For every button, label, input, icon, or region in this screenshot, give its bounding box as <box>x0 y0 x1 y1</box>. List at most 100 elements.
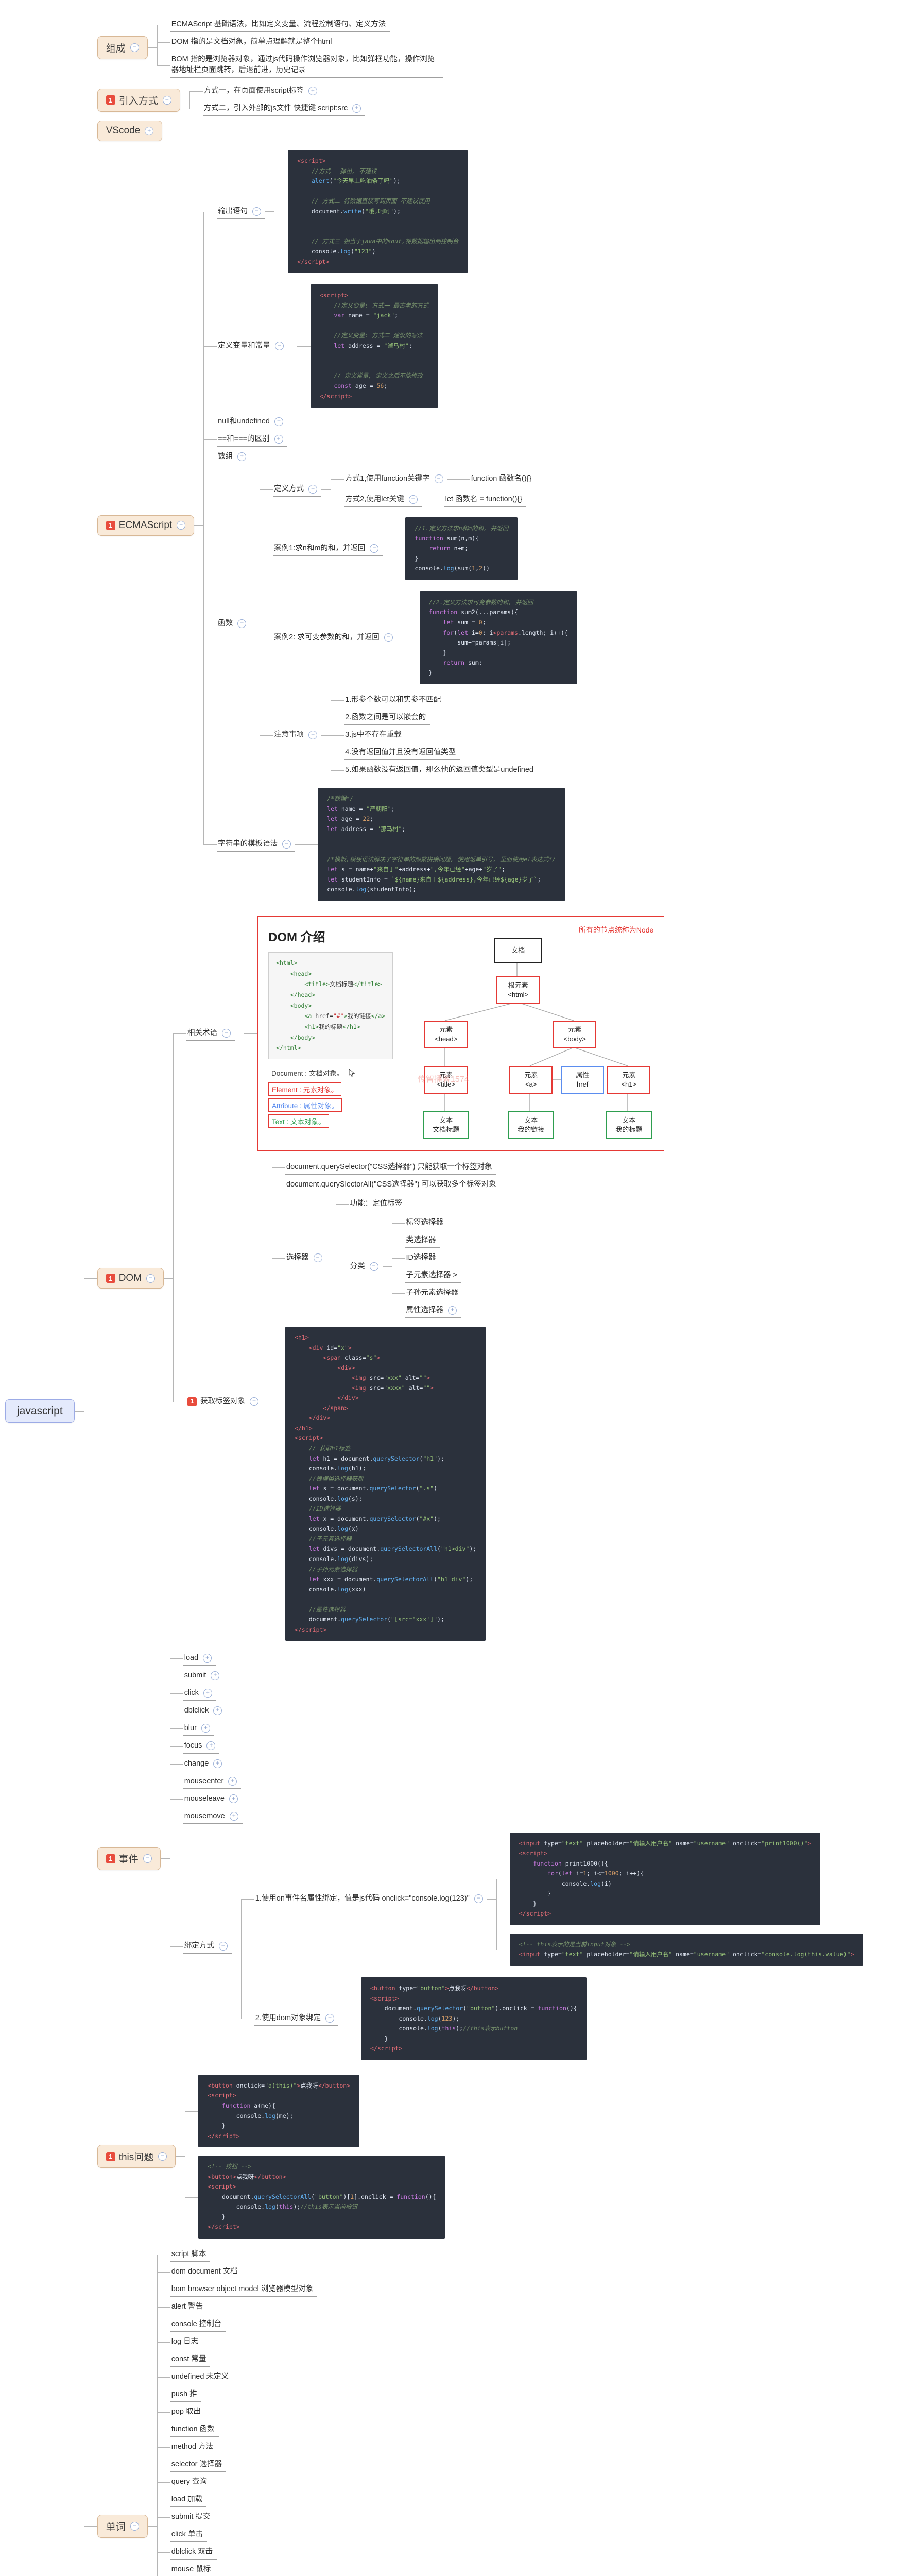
topic-sub[interactable]: 功能：定位标签 <box>349 1197 407 1211</box>
topic-sub[interactable]: dblclick 双击 <box>170 2545 217 2560</box>
topic-sub[interactable]: focus+ <box>183 1739 220 1754</box>
topic-sub[interactable]: submit 提交 <box>170 2510 215 2525</box>
topic-sub[interactable]: undefined 未定义 <box>170 2370 233 2385</box>
topic-sub[interactable]: 方式1,使用function关键字− <box>344 472 447 487</box>
collapse-icon[interactable]: − <box>308 731 318 740</box>
topic-sub[interactable]: 输出语句− <box>217 205 266 219</box>
topic-sub[interactable]: 3.js中不存在重载 <box>344 728 406 743</box>
expand-icon[interactable]: + <box>203 1689 212 1698</box>
collapse-icon[interactable]: − <box>408 495 418 504</box>
topic-sub[interactable]: click 单击 <box>170 2528 207 2543</box>
topic-sub[interactable]: script 脚本 <box>170 2247 211 2262</box>
topic-sub[interactable]: document.querySelector("CSS选择器") 只能获取一个标… <box>285 1160 496 1175</box>
topic-sub[interactable]: DOM 指的是文档对象，简单点理解就是整个html <box>170 35 336 50</box>
topic-sub[interactable]: 案例2: 求可变参数的和，并返回− <box>273 631 397 646</box>
collapse-icon[interactable]: − <box>158 2152 167 2161</box>
topic-sub[interactable]: load 加载 <box>170 2493 207 2507</box>
topic-sub[interactable]: mouseenter+ <box>183 1774 242 1789</box>
topic-sub[interactable]: log 日志 <box>170 2335 203 2350</box>
topic-sub[interactable]: const 常量 <box>170 2352 211 2367</box>
topic-sub[interactable]: selector 选择器 <box>170 2458 227 2472</box>
topic-sub[interactable]: ID选择器 <box>405 1251 440 1265</box>
topic-sub[interactable]: mouseleave+ <box>183 1792 242 1806</box>
topic-sub[interactable]: pop 取出 <box>170 2405 205 2420</box>
topic-sub[interactable]: 字符串的模板语法− <box>217 837 296 852</box>
expand-icon[interactable]: + <box>203 1654 212 1663</box>
collapse-icon[interactable]: − <box>146 1274 156 1283</box>
expand-icon[interactable]: + <box>308 87 317 96</box>
topic-sub[interactable]: 类选择器 <box>405 1233 440 1248</box>
collapse-icon[interactable]: − <box>474 1894 483 1904</box>
collapse-icon[interactable]: − <box>130 2521 139 2531</box>
expand-icon[interactable]: + <box>206 1741 216 1751</box>
collapse-icon[interactable]: − <box>282 840 291 849</box>
topic-sub[interactable]: BOM 指的是浏览器对象，通过js代码操作浏览器对象，比如弹框功能，操作浏览器地… <box>170 53 443 78</box>
topic-sub[interactable]: submit+ <box>183 1669 224 1684</box>
topic-sub[interactable]: 1.形参个数可以和实参不匹配 <box>344 693 445 708</box>
topic-sub[interactable]: 方式二，引入外部的js文件 快捷键 script:src+ <box>202 101 366 116</box>
topic-danci[interactable]: 单词− <box>97 2514 148 2538</box>
expand-icon[interactable]: + <box>213 1706 222 1716</box>
collapse-icon[interactable]: − <box>177 521 186 530</box>
topic-sub[interactable]: 方式一，在页面使用script标签+ <box>202 84 321 99</box>
topic-sub[interactable]: 函数− <box>217 617 251 632</box>
topic-sub[interactable]: mousemove+ <box>183 1809 243 1824</box>
topic-sub[interactable]: 1.使用on事件名属性绑定，值是js代码 onclick="console.lo… <box>254 1892 487 1907</box>
topic-sub[interactable]: dblclick+ <box>183 1704 227 1719</box>
collapse-icon[interactable]: − <box>130 43 139 53</box>
topic-sub[interactable]: 案例1:求n和m的和，并返回− <box>273 541 383 556</box>
collapse-icon[interactable]: − <box>384 633 393 642</box>
expand-icon[interactable]: + <box>229 1811 238 1821</box>
topic-sub[interactable]: query 查询 <box>170 2475 212 2490</box>
topic-sub[interactable]: 数组+ <box>217 450 251 465</box>
topic-sub[interactable]: 定义变量和常量− <box>217 339 288 353</box>
expand-icon[interactable]: + <box>352 104 361 113</box>
topic-sub[interactable]: change+ <box>183 1757 227 1771</box>
expand-icon[interactable]: + <box>274 417 283 427</box>
topic-sub[interactable]: 标签选择器 <box>405 1216 448 1230</box>
topic-sub[interactable]: load+ <box>183 1651 216 1666</box>
expand-icon[interactable]: + <box>237 452 247 462</box>
topic-sub[interactable]: 选择器− <box>285 1251 326 1265</box>
topic-sub[interactable]: method 方法 <box>170 2440 218 2455</box>
collapse-icon[interactable]: − <box>325 2014 335 2023</box>
collapse-icon[interactable]: − <box>162 95 171 105</box>
expand-icon[interactable]: + <box>229 1794 238 1803</box>
topic-sub[interactable]: 注意事项− <box>273 728 322 743</box>
topic-sub[interactable]: 相关术语− <box>186 1026 235 1041</box>
topic-sub[interactable]: blur+ <box>183 1721 214 1736</box>
expand-icon[interactable]: + <box>201 1724 210 1733</box>
topic-sub[interactable]: console 控制台 <box>170 2317 226 2332</box>
collapse-icon[interactable]: − <box>308 485 318 494</box>
topic-sub[interactable]: function 函数 <box>170 2422 219 2437</box>
topic-sub[interactable]: ECMAScript 基础语法，比如定义变量、流程控制语句、定义方法 <box>170 18 390 32</box>
topic-sub[interactable]: 属性选择器+ <box>405 1303 461 1318</box>
collapse-icon[interactable]: − <box>237 619 247 629</box>
topic-zucheng[interactable]: 组成− <box>97 36 148 60</box>
expand-icon[interactable]: + <box>228 1776 237 1786</box>
topic-sub[interactable]: 2.函数之间是可以嵌套的 <box>344 710 430 725</box>
collapse-icon[interactable]: − <box>143 1854 152 1863</box>
topic-sub[interactable]: alert 警告 <box>170 2300 207 2315</box>
topic-sub[interactable]: dom document 文档 <box>170 2265 242 2279</box>
topic-sub[interactable]: 方式2,使用let关键− <box>344 493 422 507</box>
expand-icon[interactable]: + <box>145 126 154 135</box>
collapse-icon[interactable]: − <box>370 544 379 553</box>
expand-icon[interactable]: + <box>213 1759 222 1768</box>
collapse-icon[interactable]: − <box>252 207 262 216</box>
expand-icon[interactable]: + <box>211 1671 220 1681</box>
topic-sub[interactable]: function 函数名(){} <box>470 472 536 487</box>
expand-icon[interactable]: + <box>274 435 283 444</box>
topic-sub[interactable]: ==和===的区别+ <box>217 432 287 447</box>
topic-sub[interactable]: 子元素选择器 > <box>405 1268 462 1283</box>
topic-sub[interactable]: click+ <box>183 1686 216 1701</box>
collapse-icon[interactable]: − <box>222 1028 231 1038</box>
topic-sub[interactable]: null和undefined+ <box>217 415 287 430</box>
topic-sub[interactable]: 2.使用dom对象绑定− <box>254 2011 339 2026</box>
collapse-icon[interactable]: − <box>218 1941 228 1951</box>
